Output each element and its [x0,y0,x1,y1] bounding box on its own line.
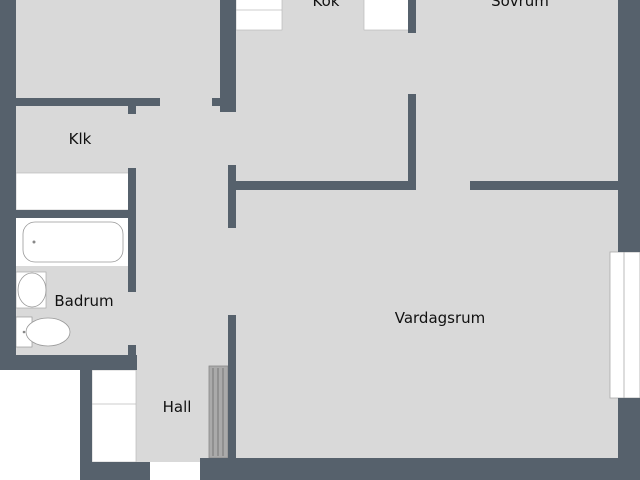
hall-closet [91,369,137,463]
klk-shelf [15,172,130,211]
toilet [15,316,71,348]
sink [15,271,47,309]
bathtub [16,218,129,266]
room-label-vardagsrum: Vardagsrum [394,309,486,327]
room-label-badrum: Badrum [54,292,114,310]
kitchen-counters [235,0,411,31]
room-label-hall: Hall [162,398,192,416]
room-label-kok: Kök [312,0,340,10]
radiator [208,365,229,459]
room-label-klk: Klk [68,130,92,148]
outside-area [0,370,80,480]
window [609,251,640,399]
room-label-sovrum: Sovrum [491,0,549,10]
